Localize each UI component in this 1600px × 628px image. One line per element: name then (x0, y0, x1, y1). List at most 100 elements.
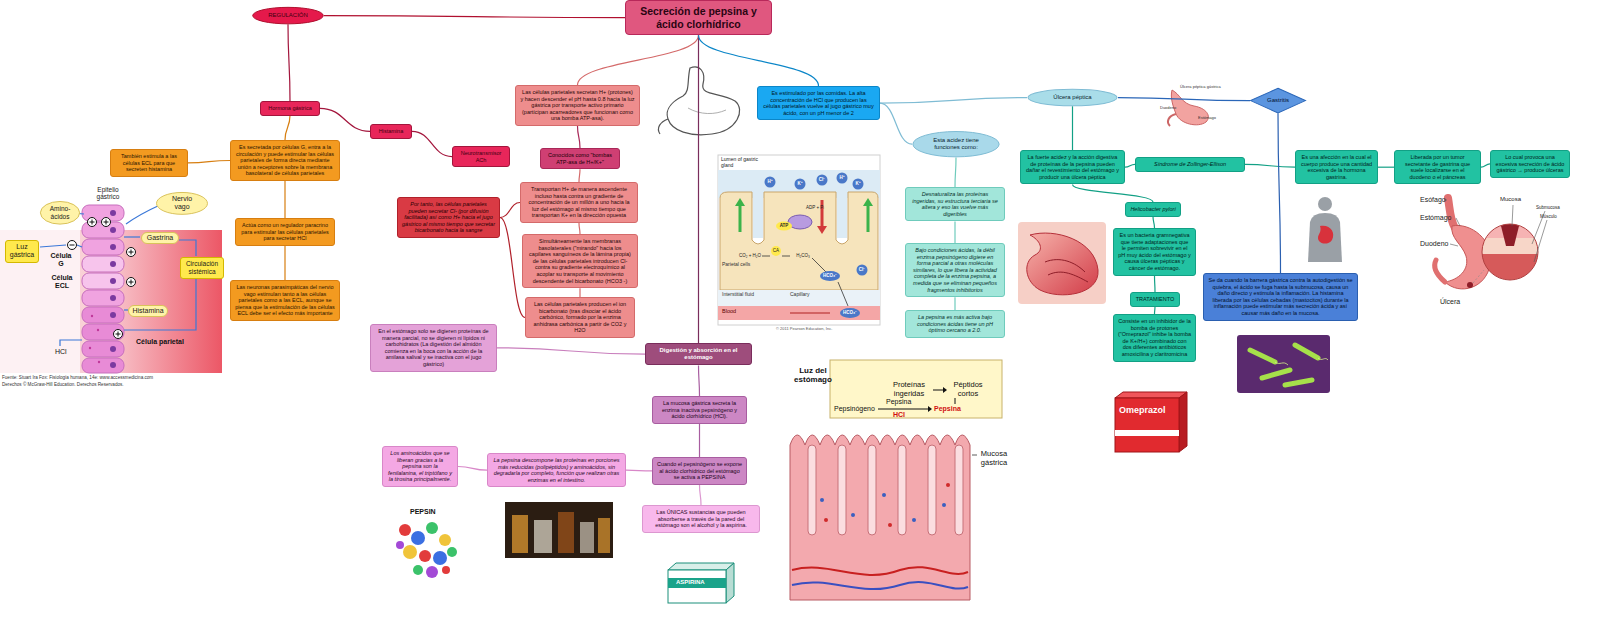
concept-box: Es un bacteria gramnegativa que tiene ad… (1113, 228, 1196, 276)
pepsin-molecule (447, 547, 457, 557)
connector (1072, 106, 1073, 150)
h-pylori-image (1275, 358, 1328, 365)
parietal-cell-figure (837, 192, 847, 238)
stomach-wall-figure (0, 205, 222, 373)
h-pylori-image (1237, 335, 1330, 393)
pepsin-molecule (396, 522, 457, 578)
stomach-wall-figure (82, 358, 124, 373)
concept-box: Liberada por un tumor secretante de gast… (1394, 150, 1481, 184)
node-text: Simultáneamente las membranas basolatera… (527, 238, 633, 284)
stomach-wall-figure (110, 210, 116, 216)
mucosa-figure (790, 360, 1002, 600)
stomach-wall-figure (40, 245, 66, 247)
node-text: La pepsina es más activa bajo condicione… (910, 314, 1000, 334)
node-text: En el estómago solo se digieren proteína… (375, 328, 492, 368)
concept-box: Síndrome de Zollinger-Ellison (1135, 157, 1245, 172)
connector (320, 108, 370, 131)
node-text: La pepsina descompone las proteínas en p… (492, 457, 621, 483)
ion-label: CO₂ + H₂O (739, 253, 761, 258)
drinks-photo (505, 502, 613, 558)
topic-ellipse: Esta acidez tiene funciones como: (912, 131, 1000, 157)
figure-label: ASPIRINA (676, 579, 705, 586)
figure-label: Duodeno (1420, 240, 1448, 248)
connector (700, 485, 702, 505)
figure-callout: Luz gástrica (5, 240, 39, 263)
concept-box: Helicobacter pylori (1125, 202, 1181, 217)
stomach-photo (1045, 260, 1088, 282)
mucosa-figure (824, 518, 828, 522)
mucosa-figure (792, 567, 968, 575)
connector (324, 16, 625, 18)
pepsin-molecule (439, 534, 451, 546)
parietal-cell-figure (790, 313, 830, 314)
node-text: Lo cual provoca una excesiva secreción d… (1495, 154, 1565, 174)
concept-box: Los aminoácidos que se liberan gracias a… (382, 446, 458, 487)
parietal-cell-figure (718, 306, 880, 320)
parietal-cell-figure (867, 204, 870, 232)
concept-box: La fuerte acidez y la acción digestiva d… (1020, 150, 1125, 184)
mucosa-figure (943, 387, 947, 393)
body-silhouette (1318, 197, 1332, 211)
connector (578, 126, 581, 148)
stomach-wall-figure (110, 261, 116, 267)
node-text: Es estimulado por las comidas. La alta c… (762, 90, 875, 116)
parietal-cell-figure (765, 177, 776, 188)
ion-label: H⁺ (767, 179, 772, 184)
node-text: Por tanto, las células parietales pueden… (402, 201, 495, 234)
figure-label: Mucosa gástrica (979, 450, 1009, 467)
connector (579, 223, 580, 234)
figure-label: Blood (722, 308, 736, 314)
connector (1153, 217, 1155, 228)
concept-box: Histamina (370, 124, 412, 139)
node-text: Es una afección en la cual el cuerpo pro… (1300, 154, 1373, 180)
parietal-cell-figure (718, 155, 880, 325)
mucosa-figure (888, 523, 892, 527)
parietal-cell-figure (718, 155, 880, 325)
figure-label: Interstitial fluid (722, 292, 754, 298)
mucosa-figure (928, 445, 936, 535)
node-text: Luz gástrica (8, 243, 36, 260)
figure-label: Pepsinógeno (834, 405, 875, 413)
concept-box: Digestión y absorción en el estómago (645, 343, 752, 365)
stomach-wall-figure (102, 218, 111, 227)
stomach-anatomy-figure (1512, 205, 1547, 262)
ellipse-outline (1028, 89, 1117, 106)
concept-box: La pepsina descompone las proteínas en p… (487, 453, 626, 487)
connector (412, 131, 452, 156)
pepsin-molecule (413, 565, 423, 575)
figure-label: Derechos © McGraw-Hill Education. Derech… (2, 382, 124, 387)
connector (579, 169, 580, 182)
aspirin-box (668, 563, 734, 603)
stomach-wall-figure (0, 230, 80, 373)
ellipse-outline (253, 7, 324, 24)
stomach-sketch (658, 119, 668, 134)
connector (1378, 167, 1394, 168)
h-pylori-image (1237, 335, 1330, 393)
stomach-wall-figure (110, 278, 116, 284)
figure-callout: Amino-ácidos (40, 201, 80, 225)
stomach-photo (1018, 222, 1106, 304)
node-text: Actúa como un regulador paracrino para e… (240, 222, 330, 242)
node-text: La fuerte acidez y la acción digestiva d… (1025, 154, 1120, 180)
parietal-cell-figure (820, 271, 840, 281)
aspirin-box (668, 570, 726, 603)
figure-label: Submucosa (1536, 205, 1560, 210)
node-text: Es secretada por células G, entra a la c… (235, 144, 335, 177)
omeprazol-box (1179, 392, 1187, 452)
parietal-cell-figure (720, 192, 878, 290)
stomach-wall-figure (114, 330, 123, 339)
stomach-wall-figure (82, 256, 124, 272)
stomach-wall-figure (77, 245, 82, 247)
node-text: Las células parietales secretan H+ (prot… (520, 89, 635, 122)
stomach-photo (1018, 222, 1106, 304)
node-text: Desnaturaliza las proteínas ingeridas, s… (910, 191, 1000, 217)
stomach-wall-figure (60, 340, 82, 346)
concept-box: Por tanto, las células parietales pueden… (397, 197, 500, 238)
stomach-anatomy-figure (1473, 270, 1484, 283)
mucosa-figure (868, 445, 876, 535)
figure-label: Célula parietal (134, 338, 186, 346)
figure-label: HCl (893, 411, 905, 419)
connector (954, 297, 955, 310)
pepsin-molecule (399, 524, 411, 536)
